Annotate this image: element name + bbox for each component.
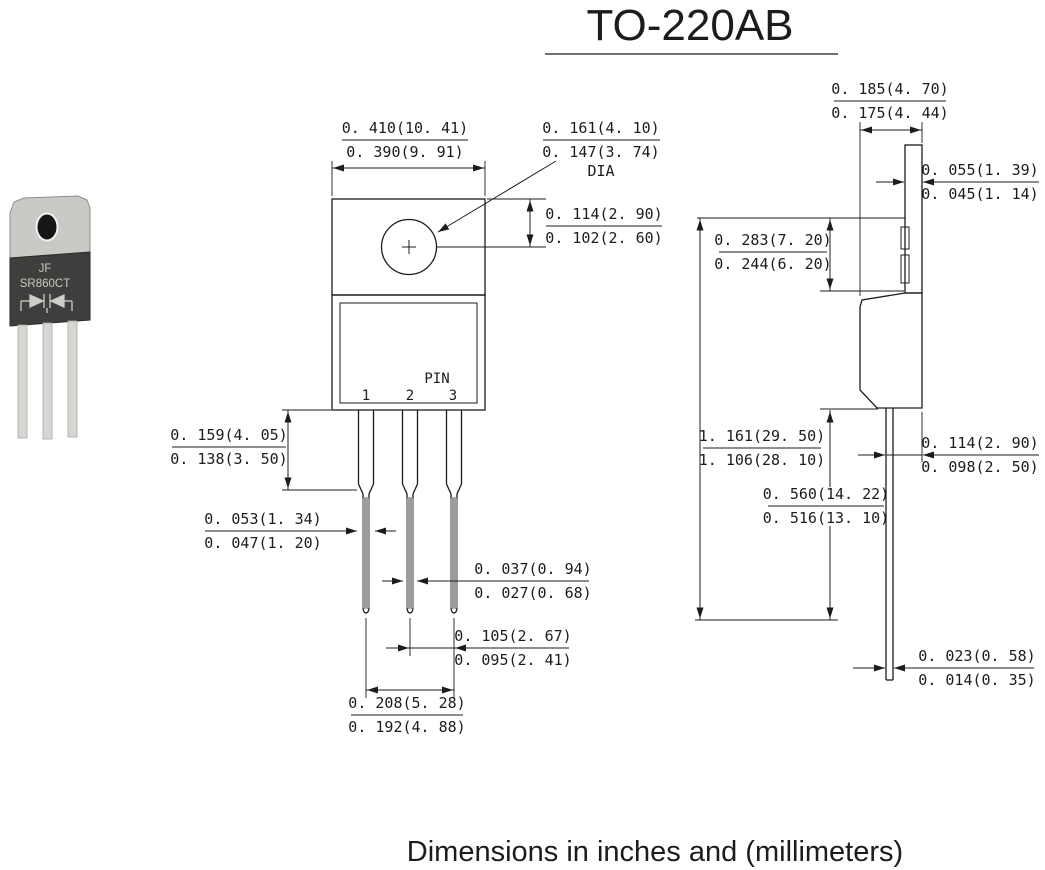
dim-lead-length: 0. 560(14. 22) 0. 516(13. 10) [763,408,889,620]
dim-overall-length-min: 1. 106(28. 10) [699,451,825,469]
dim-tab-width-min: 0. 390(9. 91) [346,143,463,161]
dim-body-depth-min: 0. 175(4. 44) [831,104,948,122]
side-body-outline [859,292,923,409]
hole-leader-line [437,160,557,233]
dim-lead-thickness: 0. 023(0. 58) 0. 014(0. 35) [853,647,1036,689]
dim-tab-width: 0. 410(10. 41) 0. 390(9. 91) [331,119,486,196]
side-hole-notch [900,254,910,284]
lead-shading [362,497,370,609]
dim-tab-height: 0. 283(7. 20) 0. 244(6. 20) [697,217,905,292]
side-view [859,144,923,681]
dim-lead-width-upper-max: 0. 053(1. 34) [204,510,321,528]
dim-hole-dia-min: 0. 147(3. 74) [542,143,659,161]
front-view: PIN 1 2 3 [331,198,486,614]
dim-hole-diameter: 0. 161(4. 10) 0. 147(3. 74) DIA [437,119,660,233]
front-body-inner-outline [339,302,478,404]
dim-lead-length-max: 0. 560(14. 22) [763,485,889,503]
dim-tab-thickness-max: 0. 055(1. 39) [921,161,1038,179]
diode-symbol [20,293,73,313]
dim-tab-height-min: 0. 244(6. 20) [714,255,831,273]
dim-pin-pitch-max: 0. 105(2. 67) [454,627,571,645]
dim-pin-span-max: 0. 208(5. 28) [348,694,465,712]
dim-lead-thickness-min: 0. 014(0. 35) [918,671,1035,689]
lead-shading [406,497,414,609]
lead-left [17,324,28,439]
footer-note: Dimensions in inches and (millimeters) [407,836,903,868]
pin-label: PIN [424,371,449,387]
page-title: TO-220AB [586,1,793,50]
dim-body-thickness: 0. 114(2. 90) 0. 098(2. 50) [858,412,1039,476]
mounting-hole [35,212,59,242]
dim-lead-width-upper-min: 0. 047(1. 20) [204,534,321,552]
package-illustration: JF SR860CT [9,195,91,440]
dim-lead-width-lower-min: 0. 027(0. 68) [474,584,591,602]
dim-body-depth-max: 0. 185(4. 70) [831,80,948,98]
dim-hole-center-offset: 0. 114(2. 90) 0. 102(2. 60) [437,198,663,248]
side-tab-outline [904,144,923,294]
dim-lead-width-lower-max: 0. 037(0. 94) [474,560,591,578]
dim-tab-thickness-min: 0. 045(1. 14) [921,185,1038,203]
pin-number-2: 2 [406,388,414,404]
front-hole [380,218,438,276]
dim-overall-length: 1. 161(29. 50) 1. 106(28. 10) [695,218,838,621]
dim-pin-pitch-min: 0. 095(2. 41) [454,651,571,669]
dim-lead-shoulder-max: 0. 159(4. 05) [170,426,287,444]
dim-hole-dia-suffix: DIA [587,162,614,180]
lead-right [67,320,78,438]
dim-lead-length-min: 0. 516(13. 10) [763,509,889,527]
dim-tab-height-max: 0. 283(7. 20) [714,231,831,249]
dim-lead-shoulder: 0. 159(4. 05) 0. 138(3. 50) [170,409,357,491]
dim-body-thickness-max: 0. 114(2. 90) [921,434,1038,452]
side-hole-notch [900,226,910,250]
part-number-marking: SR860CT [20,278,71,290]
dim-tab-thickness: 0. 055(1. 39) 0. 045(1. 14) [876,161,1039,203]
front-body-outline [331,294,486,411]
dim-body-thickness-min: 0. 098(2. 50) [921,458,1038,476]
header: TO-220AB [545,1,838,55]
dim-hole-dia-max: 0. 161(4. 10) [542,119,659,137]
dim-pin-pitch: 0. 105(2. 67) 0. 095(2. 41) [386,618,572,669]
dim-lead-shoulder-min: 0. 138(3. 50) [170,450,287,468]
lead-shading [450,497,458,609]
front-leads [357,410,463,614]
pin-number-3: 3 [449,388,457,404]
dim-hole-offset-max: 0. 114(2. 90) [545,205,662,223]
dim-overall-length-max: 1. 161(29. 50) [699,427,825,445]
dim-pin-span-min: 0. 192(4. 88) [348,718,465,736]
dim-tab-width-max: 0. 410(10. 41) [342,119,468,137]
dim-lead-width-upper: 0. 053(1. 34) 0. 047(1. 20) [204,510,396,552]
dim-pin-span: 0. 208(5. 28) 0. 192(4. 88) [348,618,466,736]
pin-number-1: 1 [362,388,370,404]
brand-marking: JF [39,263,52,275]
dim-lead-thickness-max: 0. 023(0. 58) [918,647,1035,665]
dim-lead-width-lower: 0. 037(0. 94) 0. 027(0. 68) [382,560,592,602]
dim-hole-offset-min: 0. 102(2. 60) [545,229,662,247]
dim-body-depth: 0. 185(4. 70) 0. 175(4. 44) [831,80,949,296]
lead-middle [42,322,53,440]
